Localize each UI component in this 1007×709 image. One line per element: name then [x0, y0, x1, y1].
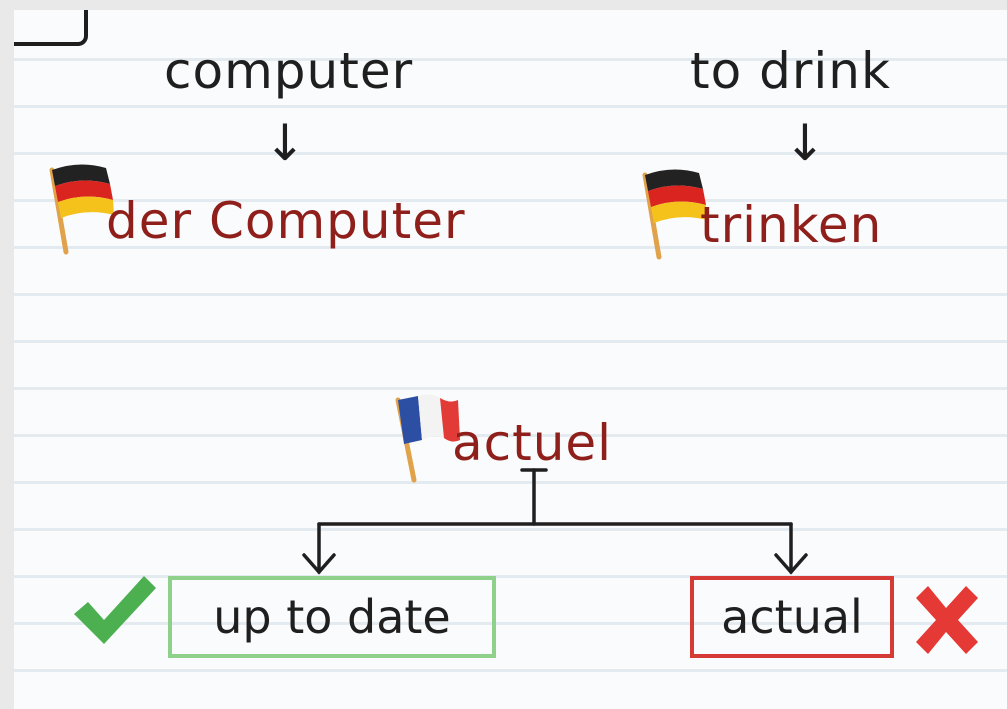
english-word-computer: computer: [164, 42, 414, 100]
german-word-drink: trinken: [700, 196, 883, 254]
down-arrow-icon: ↓: [264, 114, 306, 172]
wrong-answer-box: actual: [690, 576, 894, 658]
french-word: actuel: [452, 414, 613, 472]
english-word-drink: to drink: [690, 42, 891, 100]
checkmark-icon: [74, 576, 156, 644]
wrong-answer-text: actual: [721, 590, 863, 644]
correct-answer-text: up to date: [213, 590, 451, 644]
correct-answer-box: up to date: [168, 576, 496, 658]
frame-corner: [14, 10, 88, 46]
french-flag-icon: [395, 394, 460, 483]
german-flag-icon: [49, 164, 114, 255]
lined-paper: computer ↓ der Computer to drink ↓ trink…: [14, 10, 1007, 709]
branch-connector: [302, 468, 808, 575]
german-word-computer: der Computer: [106, 192, 466, 250]
german-flag-icon: [642, 169, 707, 260]
cross-icon: [916, 586, 978, 654]
down-arrow-icon: ↓: [784, 114, 826, 172]
